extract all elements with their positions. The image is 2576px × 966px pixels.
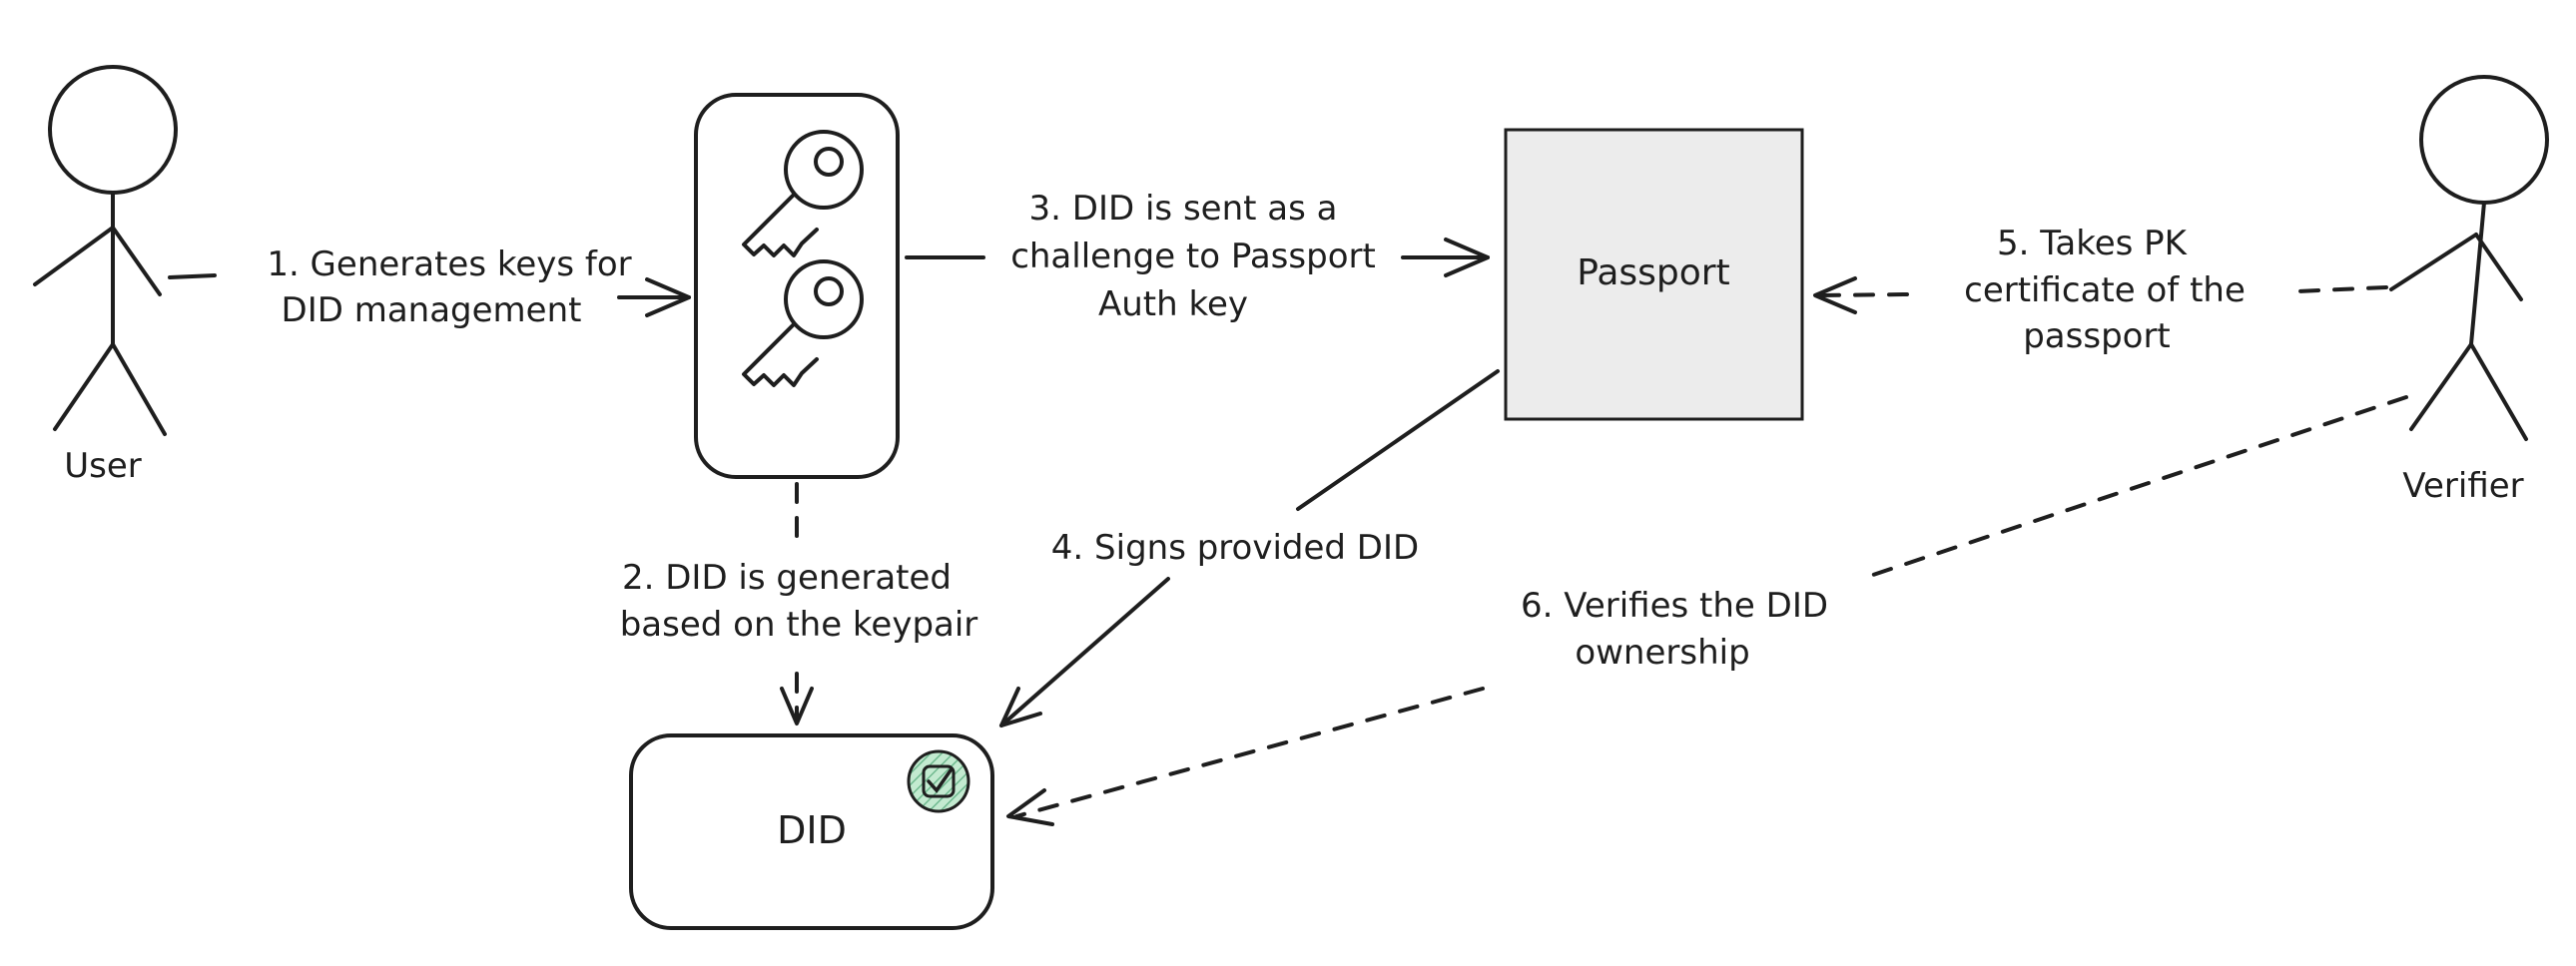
arrow-step4 bbox=[999, 369, 1500, 727]
step6-label: 6. Verifies the DID ownership bbox=[1521, 586, 1828, 673]
arrow-step3 bbox=[905, 238, 1490, 277]
arrow-step2 bbox=[780, 482, 814, 725]
key-icon bbox=[742, 130, 864, 257]
svg-text:3. DID is sent as a: 3. DID is sent as a bbox=[1029, 189, 1338, 229]
step1-label: 1. Generates keys for DID management bbox=[267, 244, 631, 330]
arrow-step6 bbox=[1006, 395, 2408, 826]
svg-text:challenge to Passport: challenge to Passport bbox=[1010, 237, 1376, 276]
verifier-actor bbox=[2389, 75, 2549, 441]
step2-label: 2. DID is generated based on the keypair bbox=[620, 558, 978, 645]
step5-label: 5. Takes PK certificate of the passport bbox=[1964, 224, 2246, 356]
passport-box bbox=[1504, 128, 1804, 421]
verifier-label: Verifier bbox=[2402, 466, 2523, 506]
arrow-step1 bbox=[168, 273, 691, 317]
svg-text:2. DID is generated: 2. DID is generated bbox=[622, 558, 952, 598]
did-box: DID bbox=[629, 733, 994, 930]
key-icon bbox=[742, 259, 864, 387]
svg-text:passport: passport bbox=[2023, 316, 2171, 356]
svg-text:certificate of the: certificate of the bbox=[1964, 270, 2246, 310]
keypair-box bbox=[694, 93, 900, 479]
user-label: User bbox=[64, 446, 142, 486]
svg-text:1. Generates keys for: 1. Generates keys for bbox=[267, 244, 631, 284]
svg-text:4. Signs provided DID: 4. Signs provided DID bbox=[1051, 528, 1419, 568]
step3-label: 3. DID is sent as a challenge to Passpor… bbox=[1010, 189, 1376, 324]
svg-text:5. Takes PK: 5. Takes PK bbox=[1997, 224, 2189, 263]
step4-label: 4. Signs provided DID bbox=[1051, 528, 1419, 568]
arrow-step5 bbox=[1813, 276, 2388, 314]
svg-text:ownership: ownership bbox=[1575, 633, 1749, 673]
svg-text:6. Verifies the DID: 6. Verifies the DID bbox=[1521, 586, 1828, 626]
svg-text:Auth key: Auth key bbox=[1098, 284, 1248, 324]
svg-text:DID management: DID management bbox=[282, 290, 582, 330]
verified-badge-icon bbox=[907, 749, 970, 813]
svg-text:based on the keypair: based on the keypair bbox=[620, 605, 978, 645]
user-actor bbox=[33, 65, 178, 436]
passport-label: Passport bbox=[1577, 252, 1729, 293]
did-label: DID bbox=[777, 808, 847, 852]
